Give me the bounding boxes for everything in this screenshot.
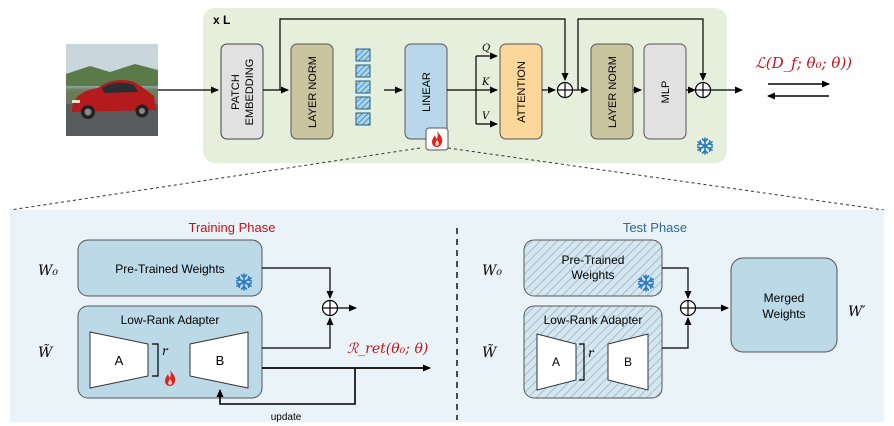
test-phase-title: Test Phase: [623, 220, 687, 235]
k-label: K: [481, 77, 490, 88]
training-matrix-b: [189, 331, 249, 389]
layer-norm-2-label: LAYER NORM: [607, 56, 619, 128]
mlp-label: MLP: [660, 81, 672, 104]
test-add: [679, 299, 697, 317]
training-matrix-a: [89, 331, 149, 389]
training-phase-title: Training Phase: [189, 220, 276, 235]
test-adapter-title: Low-Rank Adapter: [544, 313, 643, 327]
repeat-label: x L: [213, 13, 230, 27]
car-photo: [66, 44, 158, 136]
arrow-adapter-to-add: [262, 317, 334, 349]
merged-weights-block: [730, 257, 838, 353]
test-w0-label: W₀: [482, 263, 502, 279]
test-b-label: B: [624, 355, 632, 369]
merged-label-line2: Weights: [762, 307, 805, 321]
attention-block: [499, 43, 543, 140]
training-b-label: B: [216, 353, 225, 368]
training-adapter-title: Low-Rank Adapter: [121, 313, 220, 327]
test-rank-bracket: [579, 343, 585, 381]
training-add: [321, 299, 339, 317]
test-matrix-a: [536, 333, 577, 391]
layer-norm-1-label: LAYER NORM: [307, 56, 319, 128]
v-label: V: [482, 111, 491, 122]
q-label: Q: [482, 43, 490, 54]
training-pretrained-label: Pre-Trained Weights: [115, 262, 224, 276]
test-w-tilde-label: W̃: [482, 343, 498, 361]
training-w0-label: W₀: [38, 263, 58, 279]
training-rank-bracket: [152, 343, 159, 377]
zoom-line-right: [447, 147, 885, 211]
w-prime-label: W′: [848, 304, 866, 320]
training-r-label: r: [162, 344, 169, 358]
patch-embedding-line1: PATCH: [230, 74, 242, 110]
residual-add-1: [556, 81, 574, 99]
mlp-block: [643, 43, 687, 140]
update-label: update: [271, 412, 302, 423]
training-w-tilde-label: W̃: [38, 343, 54, 361]
test-r-label: r: [588, 346, 595, 360]
merged-label-line1: Merged: [764, 291, 805, 305]
arrow-test-adapter-to-add: [662, 317, 692, 349]
test-matrix-b: [607, 333, 649, 391]
patch-embedding-line2: EMBEDDING: [244, 59, 256, 126]
layer-norm-2-block: [590, 43, 634, 140]
regularizer-formula: ℛ_ret(θ₀; θ): [347, 341, 428, 357]
test-a-label: A: [552, 355, 560, 369]
test-pretrained-label-line2: Weights: [571, 268, 614, 282]
patch-embedding-block: [220, 43, 264, 140]
linear-label: LINEAR: [421, 72, 433, 112]
loss-formula: ℒ(D_f; θ₀; θ)): [755, 54, 852, 72]
update-feedback-arrow: [216, 368, 356, 405]
residual-path-1: [279, 18, 569, 90]
residual-add-2: [694, 81, 712, 99]
arrow-test-pretrained-to-add: [662, 267, 692, 299]
attention-label: ATTENTION: [516, 61, 528, 123]
token-stack: [355, 48, 371, 126]
arrow-pretrained-to-add: [262, 267, 334, 299]
training-a-label: A: [115, 353, 124, 368]
qkv-connectors: [447, 52, 498, 128]
layer-norm-1-block: [290, 43, 334, 140]
test-pretrained-label-line1: Pre-Trained: [562, 253, 625, 267]
residual-path-2: [577, 18, 707, 90]
